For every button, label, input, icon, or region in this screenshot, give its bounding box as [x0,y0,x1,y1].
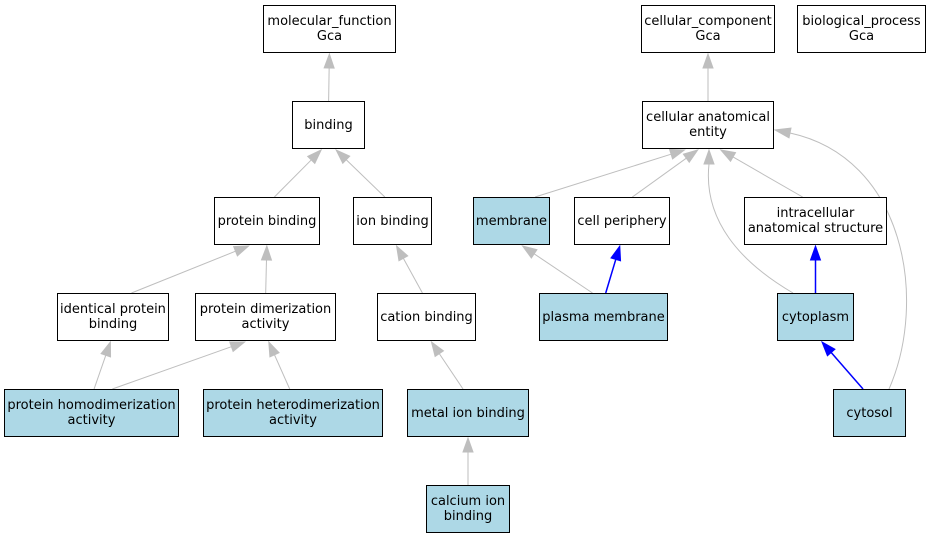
node-molecular-function[interactable]: molecular_function Gca [263,5,396,53]
arrowhead-cation-binding-to-ion-binding [395,244,409,262]
node-label-line: cellular_component [644,14,772,29]
edge-cytosol-to-cae [789,132,907,390]
node-label-line: cation binding [380,309,473,325]
edge-ion-binding-to-binding [345,159,386,198]
edge-protein-binding-to-binding [274,159,312,198]
edge-metal-ion-binding-to-cation-binding [438,353,464,390]
node-label-line: activity [241,317,290,332]
node-label-line: intracellular [776,206,855,221]
node-identical-protein-binding[interactable]: identical protein binding [57,293,169,341]
edge-protein-homodimerization-to-protein-dimerization [112,346,232,390]
arrowhead-protein-dimerization-to-protein-binding [260,244,273,261]
edge-cell-periphery-to-cae [632,157,687,198]
node-label-line: binding [443,509,493,524]
edge-protein-heterodimerization-to-protein-dimerization [274,354,291,390]
arrowhead-ias-to-cae [719,149,737,163]
node-cytosol[interactable]: cytosol [833,389,906,437]
arrowhead-protein-binding-to-binding [306,148,323,165]
edge-protein-dimerization-to-protein-binding [265,259,267,294]
edge-cytosol-to-cytoplasm [830,352,864,390]
node-label-line: Gca [848,29,875,44]
arrowhead-ion-binding-to-binding [335,148,351,165]
edge-plasma-membrane-to-cell-periphery [605,259,617,294]
node-label-line: calcium ion [430,494,506,509]
arrowhead-cytoplasm-to-ias [809,244,822,261]
node-label-line: plasma membrane [542,309,665,325]
node-protein-homodimerization-activity[interactable]: protein homodimerization activity [4,389,179,437]
arrowhead-protein-homodimerization-to-protein-dimerization [229,341,247,353]
arrowhead-plasma-membrane-to-cell-periphery [610,244,622,262]
node-cell-periphery[interactable]: cell periphery [574,197,670,245]
node-label-line: cytoplasm [781,309,850,325]
node-cation-binding[interactable]: cation binding [377,293,476,341]
node-label-line: binding [88,317,138,332]
node-label-line: membrane [475,213,548,229]
node-cytoplasm[interactable]: cytoplasm [777,293,854,341]
node-label-line: metal ion binding [411,405,525,421]
arrowhead-cytosol-to-cytoplasm [821,340,836,357]
node-protein-dimerization-activity[interactable]: protein dimerization activity [195,293,336,341]
edge-cytoplasm-to-cae [707,163,794,294]
edge-cation-binding-to-ion-binding [402,258,423,294]
node-intracellular-anatomical-structure[interactable]: intracellular anatomical structure [744,197,887,245]
node-label-line: protein heterodimerization [206,398,380,413]
node-label-line: protein dimerization [199,302,332,317]
node-biological-process[interactable]: biological_process Gca [797,5,926,53]
edge-identical-protein-binding-to-protein-binding [131,250,236,294]
node-label-line: biological_process [802,14,921,29]
node-label-line: cytosol [846,405,893,421]
node-label-line: cellular anatomical [646,110,770,125]
node-label-line: molecular_function [267,14,392,29]
arrowhead-calcium-ion-binding-to-metal-ion-binding [462,436,474,453]
arrowhead-plasma-membrane-to-membrane [521,245,538,259]
node-metal-ion-binding[interactable]: metal ion binding [407,389,529,437]
node-binding[interactable]: binding [292,101,365,149]
edge-plasma-membrane-to-membrane [533,253,593,294]
arrowhead-binding-to-mf [323,52,335,69]
node-cellular-component[interactable]: cellular_component Gca [641,5,775,53]
node-label-line: identical protein [60,302,166,317]
edge-membrane-to-cae [534,153,672,198]
arrowhead-identical-protein-binding-to-protein-binding [232,245,250,257]
node-label-line: entity [689,125,727,140]
node-calcium-ion-binding[interactable]: calcium ion binding [426,485,510,533]
arrowhead-cae-to-cc [702,52,714,69]
arrowhead-cell-periphery-to-cae [682,149,699,164]
arrowhead-membrane-to-cae [668,148,686,160]
node-membrane[interactable]: membrane [473,197,550,245]
node-protein-binding[interactable]: protein binding [214,197,320,245]
node-label-line: activity [67,413,116,428]
node-label-line: protein binding [217,213,317,229]
node-label-line: cell periphery [577,213,667,229]
node-label-line: anatomical structure [747,221,884,236]
node-label-line: Gca [695,29,721,44]
arrowhead-metal-ion-binding-to-cation-binding [430,340,445,358]
arrowhead-cytoplasm-to-cae [703,148,715,165]
node-label-line: activity [269,413,317,428]
node-ion-binding[interactable]: ion binding [353,197,432,245]
node-label-line: binding [304,117,353,133]
edge-binding-to-mf [328,67,330,102]
node-protein-heterodimerization-activity[interactable]: protein heterodimerization activity [203,389,383,437]
edge-protein-homodimerization-to-identical-protein-binding [93,355,107,390]
arrowhead-protein-homodimerization-to-identical-protein-binding [100,340,112,358]
node-plasma-membrane[interactable]: plasma membrane [539,293,668,341]
node-label-line: ion binding [356,213,429,229]
node-label-line: Gca [316,29,343,44]
arrowhead-protein-heterodimerization-to-protein-dimerization [268,340,280,358]
node-label-line: protein homodimerization [7,398,176,413]
node-cellular-anatomical-entity[interactable]: cellular anatomical entity [642,101,774,149]
arrowhead-cytosol-to-cae [773,127,792,139]
edge-ias-to-cae [732,156,803,198]
